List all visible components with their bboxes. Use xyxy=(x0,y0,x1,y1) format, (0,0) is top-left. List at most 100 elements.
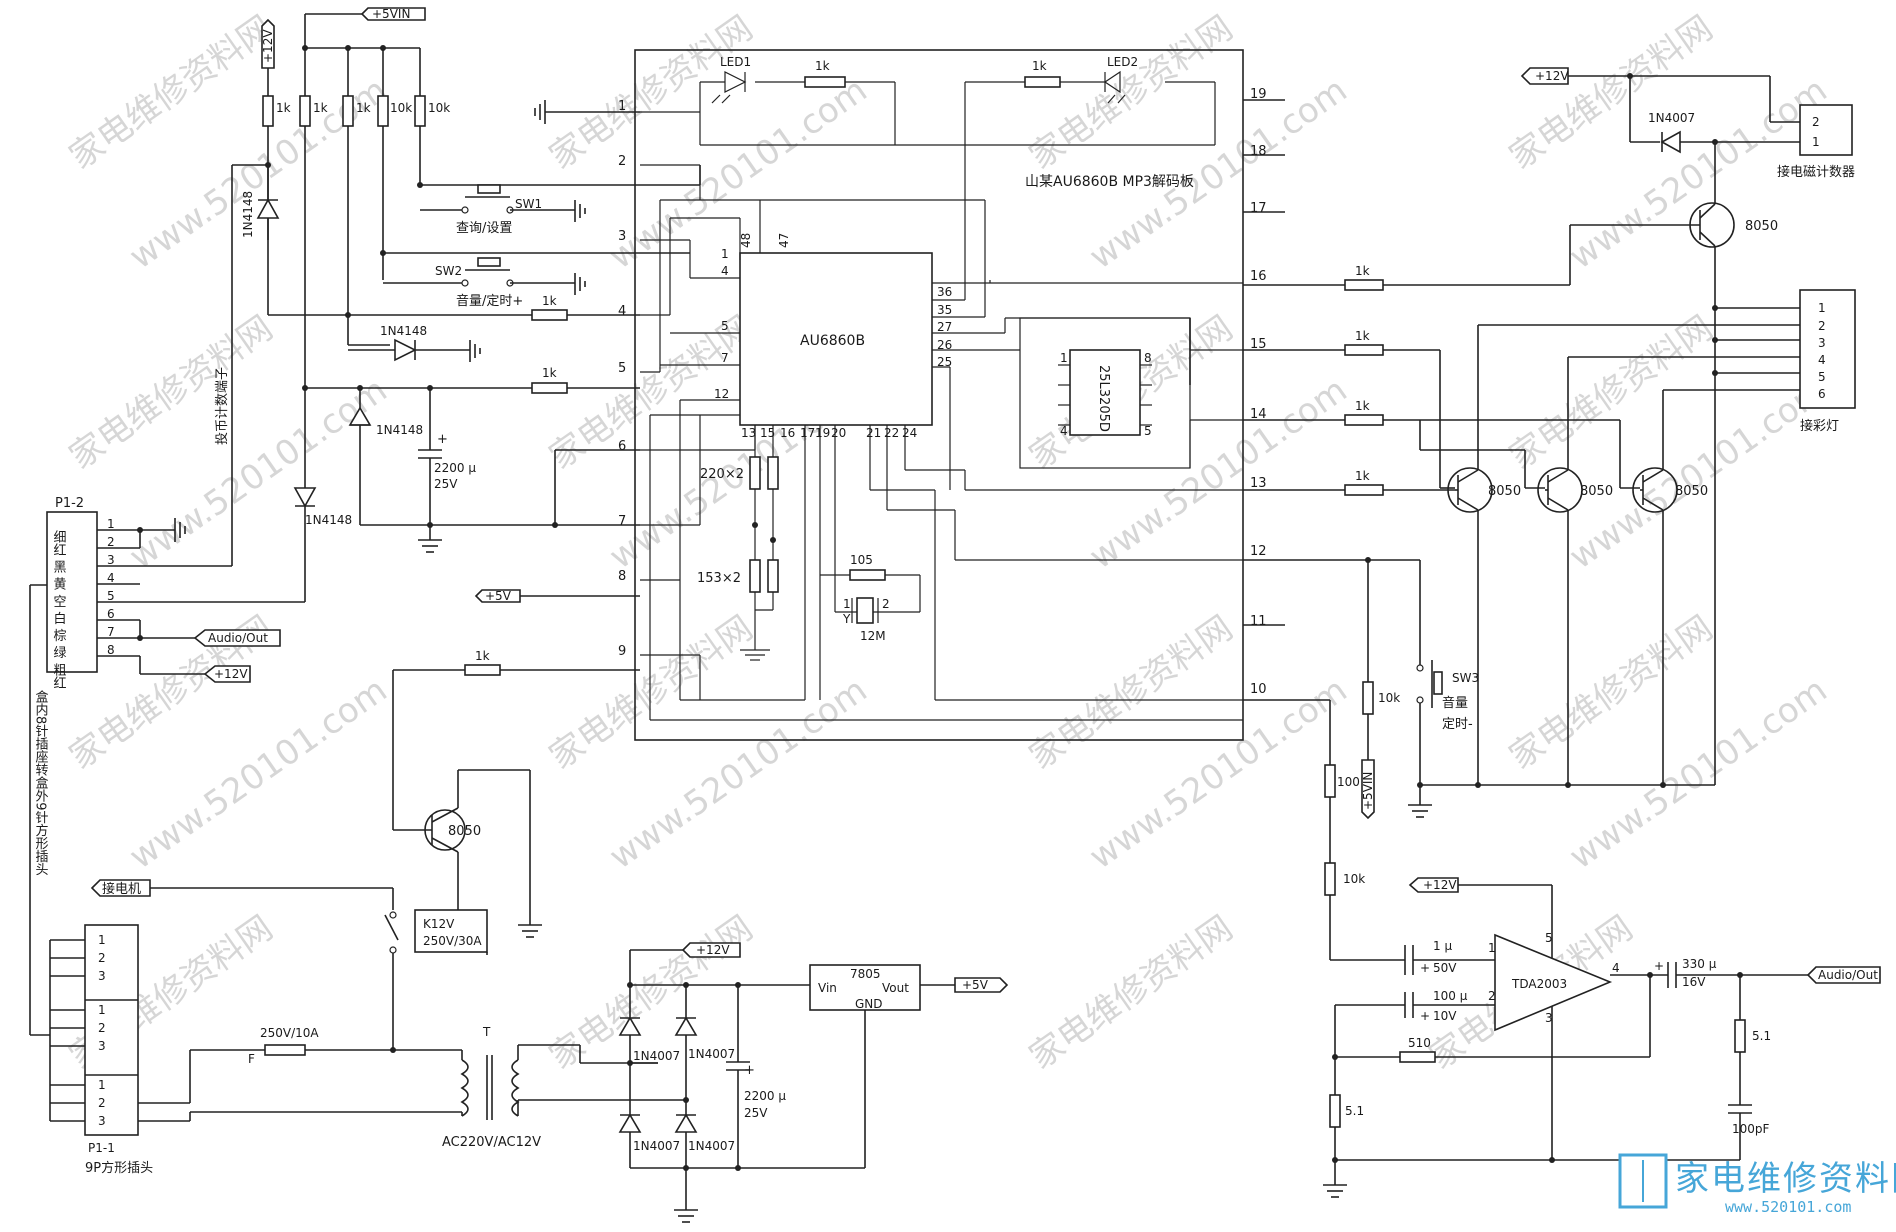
diode-1n4007: 1N4007 xyxy=(674,1113,735,1153)
p11-pin: 2 xyxy=(98,1096,106,1110)
net-audio-out-right: Audio/Out xyxy=(1818,968,1878,982)
xtal-resistor xyxy=(849,569,886,581)
net-tag-5vin xyxy=(360,7,426,21)
led2-resistor xyxy=(1024,76,1061,88)
edge-pin-17: 17 xyxy=(1250,201,1267,216)
crystal-pin-1: 1 xyxy=(843,597,851,611)
transistor-8050-lamp-label: 8050 xyxy=(1488,484,1521,499)
amp-label: TDA2003 xyxy=(1511,977,1567,991)
ic-pin-15: 15 xyxy=(760,426,775,440)
resistor-153-b xyxy=(767,559,779,593)
net-tag-5v-psu xyxy=(954,977,1009,993)
resistor-1k-a xyxy=(262,95,274,127)
edge-pin-11: 11 xyxy=(1250,614,1267,629)
transistor-8050-lamp-label: 8050 xyxy=(1675,484,1708,499)
edge-pin-16: 16 xyxy=(1250,269,1267,284)
p12-pin-5: 5 xyxy=(107,589,115,603)
cap2200-volt: 25V xyxy=(434,477,458,491)
amp-pin-4: 4 xyxy=(1612,961,1620,975)
crystal-label: 12M xyxy=(860,629,886,643)
led1: LED1 xyxy=(711,55,751,104)
edge-pin-13: 13 xyxy=(1250,476,1267,491)
sw1-button[interactable]: SW1 查询/设置 xyxy=(420,184,586,236)
relay-k12v xyxy=(414,909,488,953)
resistor-5r1-b xyxy=(1734,1019,1746,1053)
p12-label: P1-2 xyxy=(55,496,84,511)
net-5vin-top: +5VIN xyxy=(372,7,410,21)
sw3-text2: 定时- xyxy=(1442,717,1473,732)
eeprom-pin-5: 5 xyxy=(1144,424,1152,438)
sw2-button[interactable]: SW2 音量/定时+ xyxy=(383,257,586,309)
plug-9p-label: 9P方形插头 xyxy=(85,1160,153,1176)
resistor-pin15-label: 1k xyxy=(1355,329,1370,343)
cap-330-volt: 16V xyxy=(1682,975,1706,989)
net-tag-12v-left xyxy=(203,665,251,683)
sw2-text: 音量/定时+ xyxy=(456,293,523,309)
relay-rating: 250V/30A xyxy=(423,934,482,948)
cap-330-label: 330 μ xyxy=(1682,957,1717,971)
p12-pin-2: 2 xyxy=(107,535,115,549)
edge-pin-4: 4 xyxy=(618,304,626,319)
regulator-label: 7805 xyxy=(850,967,881,981)
led2-label: LED2 xyxy=(1107,55,1138,69)
p12-pin-7: 7 xyxy=(107,625,115,639)
diode-1n4007-counter-label: 1N4007 xyxy=(1648,111,1695,125)
coin-counter-label: 投币计数端子 xyxy=(214,367,230,445)
ic-pin-19: 19 xyxy=(815,426,830,440)
p11-pin: 2 xyxy=(98,1021,106,1035)
cap-psu-label: 2200 μ xyxy=(744,1089,786,1103)
sw3-text1: 音量 xyxy=(1442,695,1468,711)
diode-1n4007: 1N4007 xyxy=(618,1016,680,1063)
board-internal-wiring xyxy=(640,81,1243,721)
sw2-resistor xyxy=(531,309,568,321)
crystal-12m xyxy=(856,597,874,624)
p11-label: P1-1 xyxy=(88,1141,115,1155)
led1-resistor-label: 1k xyxy=(815,59,830,73)
fuse-250v-10a xyxy=(264,1044,306,1056)
edge-pin-3: 3 xyxy=(618,229,626,244)
eeprom-25l3205d xyxy=(1069,349,1141,436)
resistor-pin5-label: 1k xyxy=(542,366,557,380)
resistor-pin9 xyxy=(464,664,501,676)
edge-pin-6: 6 xyxy=(618,439,626,454)
p12-pin-4: 4 xyxy=(107,571,115,585)
cap-100u-label: 100 μ xyxy=(1433,989,1468,1003)
edge-pin-14: 14 xyxy=(1250,407,1267,422)
sw3-button[interactable]: SW3 音量 定时- xyxy=(1416,660,1479,732)
resistor-10k-amp xyxy=(1324,862,1336,896)
resistor-pin16-label: 1k xyxy=(1355,264,1370,278)
resistor-153-label: 153×2 xyxy=(697,571,741,586)
amp-pin-3: 3 xyxy=(1545,1011,1553,1025)
net-tag-audio-out-right xyxy=(1806,966,1881,984)
ic-pin-48: 48 xyxy=(739,233,753,248)
edge-pin-9: 9 xyxy=(618,644,626,659)
ic-pin-7: 7 xyxy=(721,351,729,365)
lamp-pin: 2 xyxy=(1818,319,1826,333)
cap-psu-volt: 25V xyxy=(744,1106,768,1120)
ic-pin-5: 5 xyxy=(721,319,729,333)
harness-note: 盒内8针插座转盒外9针方形插头 xyxy=(33,689,49,876)
edge-pin-2: 2 xyxy=(618,154,626,169)
p12-colors: 细红 黑 黄 空 白 棕 绿 粗红 xyxy=(51,530,67,689)
sw3-section: 10k +5VIN SW3 音量 定时- xyxy=(1243,557,1479,820)
p11-pin: 3 xyxy=(98,969,106,983)
resistor-100-label: 100 xyxy=(1337,775,1360,789)
transformer-t: T AC220V/AC12V xyxy=(442,1025,541,1150)
resistor-220-b xyxy=(767,456,779,490)
lamp-drivers: 1k 1k 1k 1k 8050 8 xyxy=(1189,264,1856,788)
resistor-5r1-a-label: 5.1 xyxy=(1345,1104,1364,1118)
lamp-label: 接彩灯 xyxy=(1800,418,1839,434)
watermark-cn: 家电维修资料网 xyxy=(1022,608,1240,777)
p12-pin-8: 8 xyxy=(107,643,115,657)
counter-label: 接电磁计数器 xyxy=(1777,164,1855,180)
resistor-100 xyxy=(1324,764,1336,798)
connector-p1-1: 1 2 3 1 2 3 1 2 3 P1-1 9P方形插头 xyxy=(49,924,153,1176)
regulator-7805 xyxy=(809,964,921,1011)
diode-1n4148-c-label: 1N4148 xyxy=(376,423,423,437)
ic-pin-21: 21 xyxy=(866,426,881,440)
cap-1u-plus: + xyxy=(1420,961,1430,975)
watermark-cn: 家电维修资料网 xyxy=(1502,8,1720,177)
cap-plus: + xyxy=(437,432,448,447)
edge-pin-19: 19 xyxy=(1250,87,1267,102)
resistor-1k-c xyxy=(342,95,354,127)
